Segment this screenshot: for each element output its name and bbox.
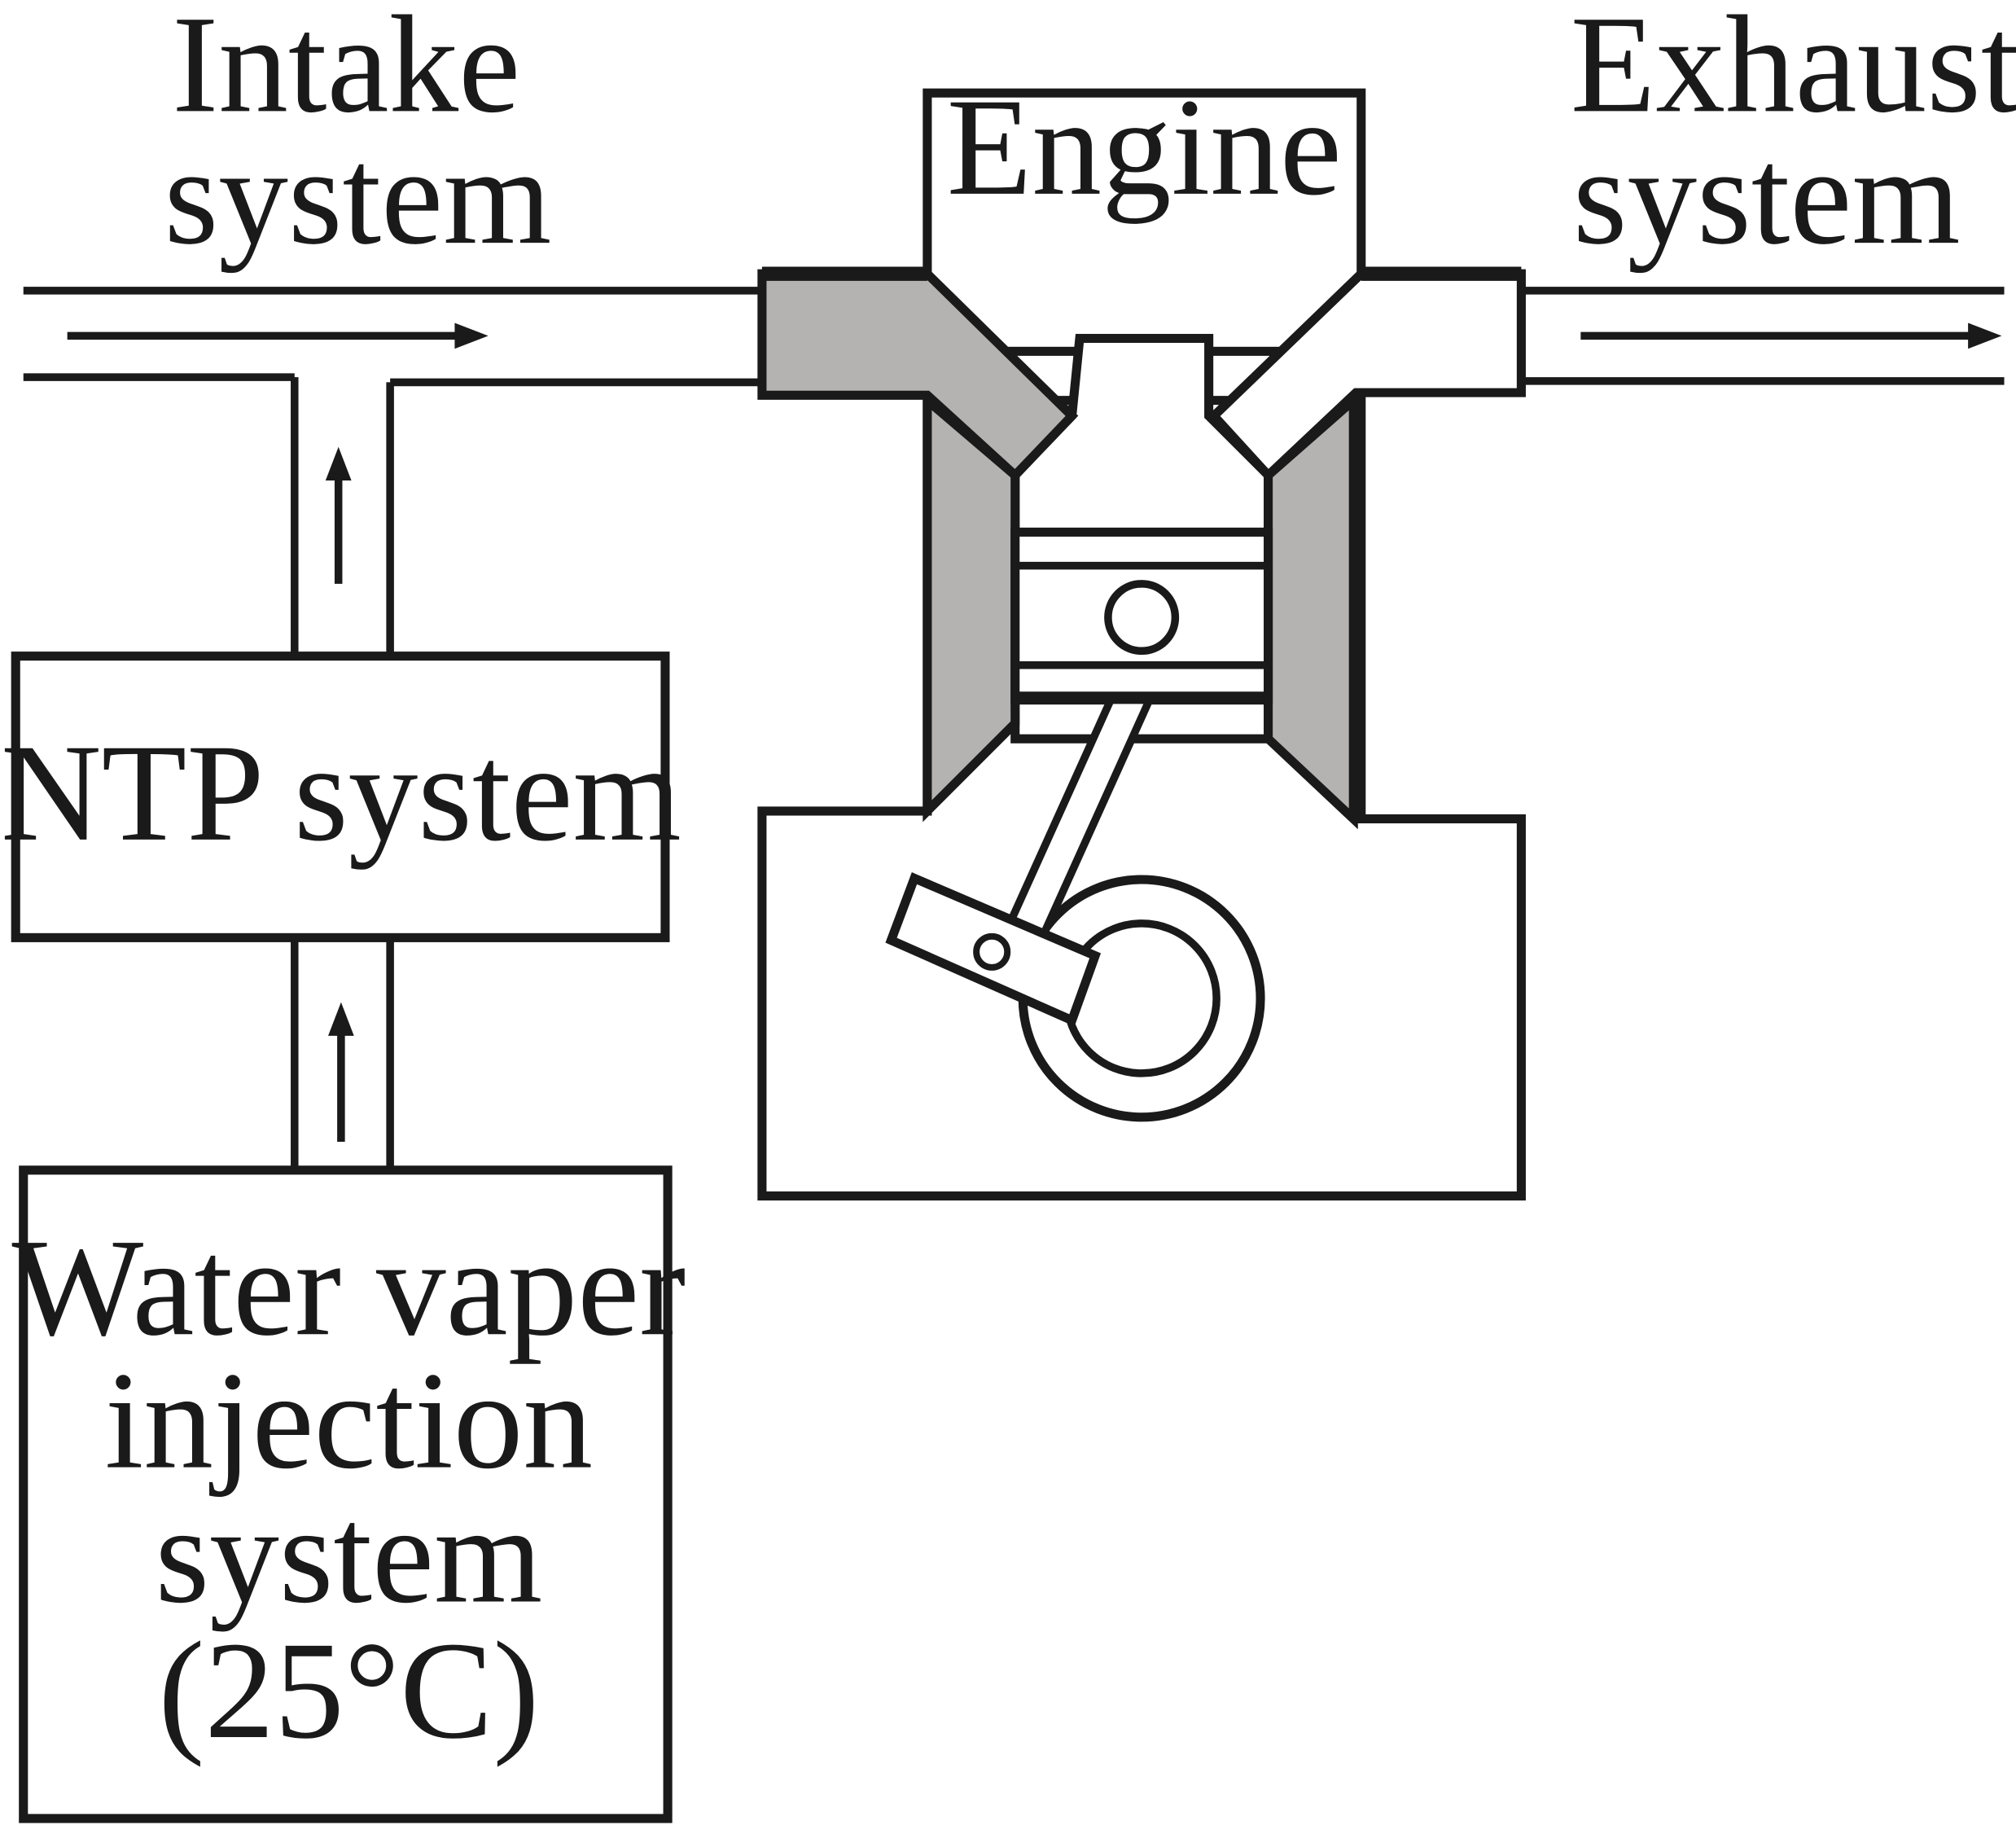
engine-label: Engine bbox=[947, 70, 1342, 225]
exhaust-flow-arrow bbox=[1580, 322, 2002, 349]
water-vapor-label-line-3: system bbox=[156, 1478, 543, 1633]
exhaust-pipe bbox=[1521, 287, 2005, 385]
intake-label-line-1: Intake bbox=[172, 0, 520, 142]
ntp-system-box bbox=[11, 652, 670, 942]
intake-pipe bbox=[23, 287, 762, 387]
ntp-system-label: NTP system bbox=[1, 716, 681, 871]
water-vapor-label-line-4: (25°C) bbox=[158, 1613, 539, 1768]
water-to-ntp-pipe bbox=[291, 937, 394, 1170]
piston bbox=[1010, 527, 1273, 705]
water-vapor-injection-box bbox=[19, 1165, 673, 1823]
intake-label-line-2: system bbox=[164, 119, 552, 274]
water-vapor-label-line-1: Water vaper bbox=[12, 1210, 686, 1365]
crank-pin bbox=[973, 932, 1011, 971]
crankshaft bbox=[1018, 875, 1265, 1122]
water-vapor-label-line-2: injection bbox=[105, 1344, 593, 1498]
piston-pin bbox=[1104, 580, 1180, 656]
connecting-rod bbox=[885, 695, 1156, 1027]
exhaust-label-line-1: Exhaust bbox=[1571, 0, 2016, 142]
ntp-to-intake-arrow bbox=[325, 446, 352, 584]
intake-flow-arrow bbox=[67, 322, 489, 349]
exhaust-label-line-2: system bbox=[1573, 119, 1961, 274]
water-to-ntp-arrow bbox=[328, 1002, 354, 1142]
ntp-to-intake-pipe bbox=[291, 377, 394, 656]
